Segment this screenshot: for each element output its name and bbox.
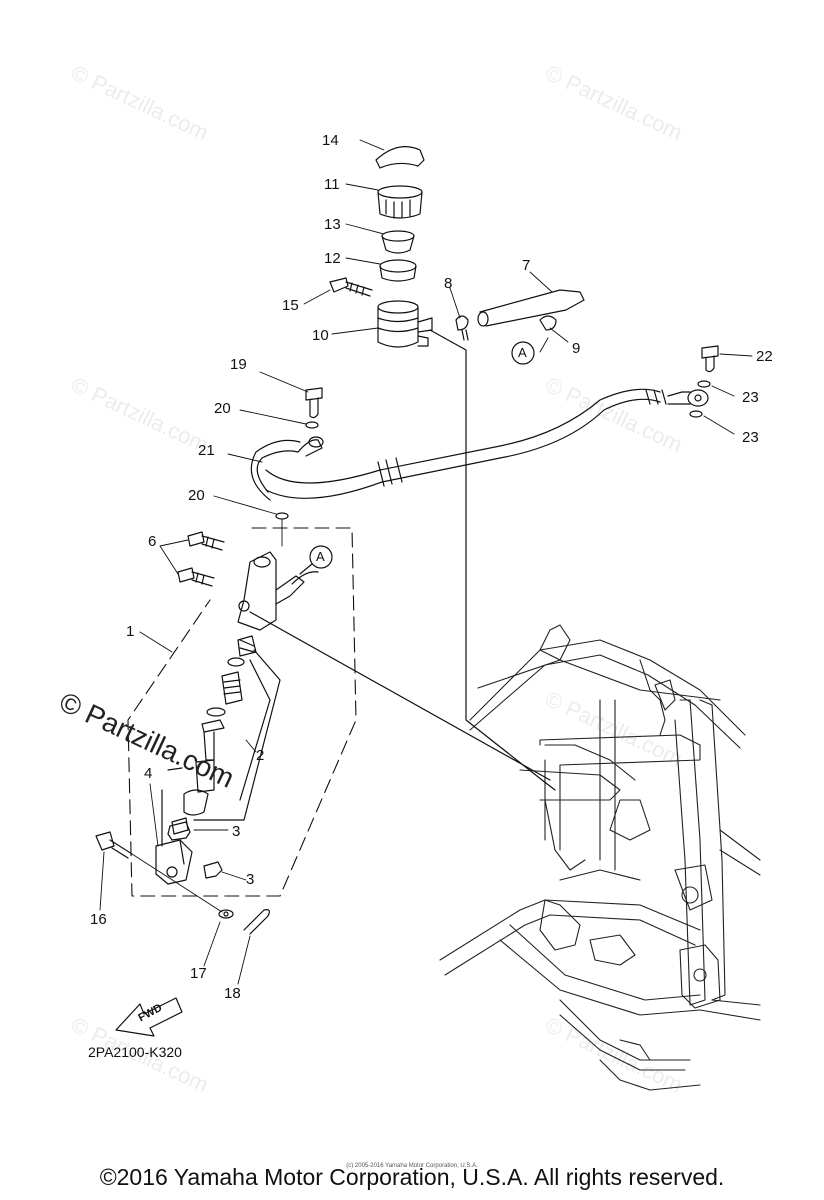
reference-letter: A — [316, 549, 325, 564]
diaphragm-plate — [381, 230, 415, 254]
washer-17 — [218, 909, 234, 919]
leader-lines-lower — [99, 539, 257, 985]
master-cylinder — [237, 551, 319, 631]
union-bolt-19 — [305, 387, 323, 419]
nuts-3 — [167, 821, 223, 879]
callout-7: 7 — [522, 257, 531, 274]
callout-20: 20 — [214, 400, 231, 417]
clevis-4 — [155, 789, 193, 885]
master-cylinder-kit — [167, 635, 281, 835]
callout-23: 23 — [742, 429, 759, 446]
gaskets — [275, 380, 711, 520]
union-bolt-22 — [701, 345, 719, 373]
callout-6: 6 — [148, 533, 157, 550]
frame-drawing — [439, 624, 761, 1091]
callout-4: 4 — [144, 765, 153, 782]
leader-lines — [213, 139, 753, 547]
reservoir — [377, 300, 433, 348]
bolts-6 — [177, 531, 225, 587]
callout-18: 18 — [224, 985, 241, 1002]
diagram-code: 2PA2100-K320 — [88, 1044, 182, 1060]
callout-17: 17 — [190, 965, 207, 982]
guide-lines — [249, 329, 556, 791]
callout-16: 16 — [90, 911, 107, 928]
callout-19: 19 — [230, 356, 247, 373]
hose-clip-9 — [539, 315, 557, 331]
diaphragm — [379, 259, 417, 282]
bolt-15 — [329, 277, 373, 297]
callout-9: 9 — [572, 340, 581, 357]
footer-small-print: (c) 2005-2016 Yamaha Motor Corporation, … — [346, 1163, 478, 1169]
callout-13: 13 — [324, 216, 341, 233]
callout-2: 2 — [256, 747, 265, 764]
reference-circle-a-mid — [299, 545, 333, 575]
reference-letter: A — [518, 345, 527, 360]
callout-3: 3 — [232, 823, 241, 840]
reservoir-cap-cover — [375, 146, 425, 169]
fwd-arrow — [115, 997, 183, 1037]
callout-14: 14 — [322, 132, 339, 149]
footer-copyright: ©2016 Yamaha Motor Corporation, U.S.A. A… — [99, 1164, 725, 1190]
callout-11: 11 — [324, 176, 340, 193]
pin-16 — [95, 831, 133, 859]
callout-21: 21 — [198, 442, 215, 459]
assembly-box — [127, 527, 357, 897]
callout-23: 23 — [742, 389, 759, 406]
callout-12: 12 — [324, 250, 341, 267]
callout-20: 20 — [188, 487, 205, 504]
callout-15: 15 — [282, 297, 299, 314]
callout-22: 22 — [756, 348, 773, 365]
callout-8: 8 — [444, 275, 453, 292]
callout-10: 10 — [312, 327, 329, 344]
reservoir-hose — [477, 289, 585, 327]
callout-3: 3 — [246, 871, 255, 888]
callout-1: 1 — [126, 623, 135, 640]
brake-hose — [250, 388, 709, 501]
reference-circle-a-top — [511, 341, 535, 365]
reservoir-cap — [377, 185, 423, 219]
cotter-pin-18 — [243, 909, 270, 935]
hose-clip-8 — [455, 315, 469, 341]
